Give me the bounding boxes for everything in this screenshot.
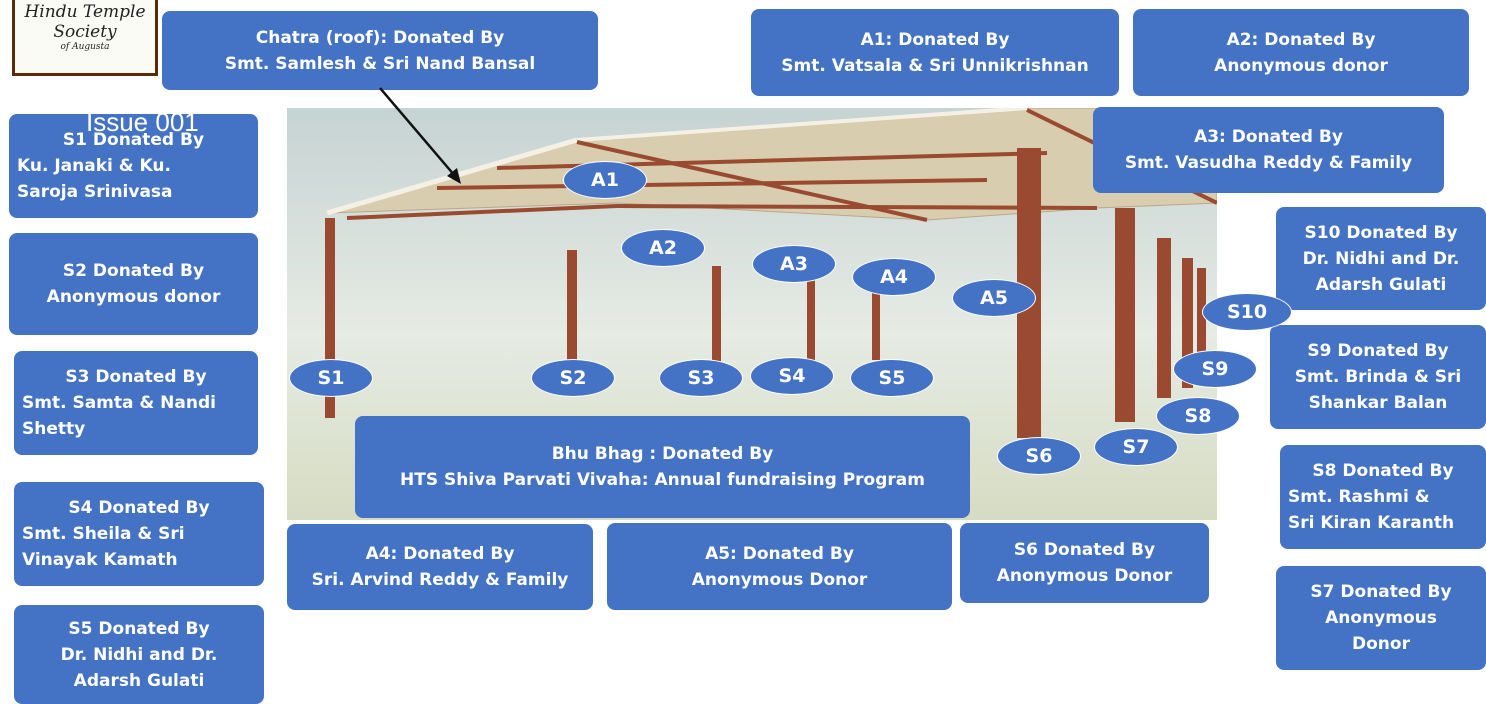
s10-donor-line-2: Adarsh Gulati: [1315, 274, 1447, 295]
label-s2: S2: [531, 359, 615, 397]
a3-donor-box: A3: Donated By Smt. Vasudha Reddy & Fami…: [1093, 107, 1444, 193]
s6-donor: Anonymous Donor: [996, 566, 1173, 586]
a2-donor-box: A2: Donated By Anonymous donor: [1133, 9, 1469, 96]
s10-title: S10 Donated By: [1304, 222, 1458, 243]
logo-line-2: Society: [53, 22, 117, 42]
label-a4: A4: [852, 258, 936, 296]
s7-donor-line-1: Anonymous: [1325, 608, 1437, 628]
s8-title: S8 Donated By: [1312, 461, 1454, 481]
a4-donor-box: A4: Donated By Sri. Arvind Reddy & Famil…: [287, 524, 593, 610]
a5-donor-box: A5: Donated By Anonymous Donor: [607, 523, 952, 610]
s9-title: S9 Donated By: [1307, 341, 1449, 361]
a1-donor: Smt. Vatsala & Sri Unnikrishnan: [781, 55, 1089, 76]
chatra-line-2: Smt. Samlesh & Sri Nand Bansal: [224, 53, 536, 74]
label-s3: S3: [659, 359, 743, 397]
logo-line-3: of Augusta: [60, 42, 110, 52]
s5-donor-line-2: Adarsh Gulati: [73, 670, 205, 691]
label-s4: S4: [750, 357, 834, 395]
a3-title: A3: Donated By: [1194, 127, 1343, 147]
a4-donor: Sri. Arvind Reddy & Family: [311, 570, 569, 590]
bhu-bhag-donor-box: Bhu Bhag : Donated By HTS Shiva Parvati …: [355, 416, 970, 518]
a3-donor: Smt. Vasudha Reddy & Family: [1124, 153, 1413, 173]
s6-donor-box: S6 Donated By Anonymous Donor: [960, 523, 1209, 603]
label-s8: S8: [1156, 397, 1240, 435]
s5-donor-box: S5 Donated By Dr. Nidhi and Dr. Adarsh G…: [14, 605, 264, 704]
chatra-donor-box: Chatra (roof): Donated By Smt. Samlesh &…: [162, 11, 598, 90]
roof-edge-top: [576, 108, 1028, 142]
s10-donor-line-1: Dr. Nidhi and Dr.: [1302, 248, 1460, 269]
label-s7: S7: [1094, 428, 1178, 466]
s2-donor: Anonymous donor: [46, 287, 221, 307]
s1-donor-line-2: Saroja Srinivasa: [17, 182, 173, 202]
label-s1: S1: [289, 359, 373, 397]
s5-donor-line-1: Dr. Nidhi and Dr.: [60, 644, 218, 665]
s4-donor-line-1: Smt. Sheila & Sri: [22, 524, 185, 544]
label-s6: S6: [997, 437, 1081, 475]
s1-donor-line-1: Ku. Janaki & Ku.: [17, 156, 171, 176]
s9-donor-line-2: Shankar Balan: [1308, 393, 1448, 413]
a1-donor-box: A1: Donated By Smt. Vatsala & Sri Unnikr…: [751, 9, 1119, 96]
s6-title: S6 Donated By: [1013, 540, 1156, 560]
label-s5: S5: [850, 359, 934, 397]
s1-title: S1 Donated By: [62, 130, 205, 150]
s3-donor-box: S3 Donated By Smt. Samta & Nandi Shetty: [14, 351, 258, 455]
s1-donor-box: S1 Donated By Ku. Janaki & Ku. Saroja Sr…: [9, 114, 258, 218]
s7-title: S7 Donated By: [1310, 582, 1452, 602]
s8-donor-box: S8 Donated By Smt. Rashmi & Sri Kiran Ka…: [1280, 445, 1486, 549]
issue-label: Issue 001: [86, 107, 199, 137]
s7-donor-line-2: Donor: [1352, 634, 1410, 654]
temple-society-logo: Hindu Temple Society of Augusta: [12, 0, 158, 76]
s2-donor-box: S2 Donated By Anonymous donor: [9, 233, 258, 335]
s7-donor-box: S7 Donated By Anonymous Donor: [1276, 566, 1486, 670]
a1-title: A1: Donated By: [860, 29, 1010, 50]
a4-title: A4: Donated By: [365, 544, 515, 564]
s10-donor-box: S10 Donated By Dr. Nidhi and Dr. Adarsh …: [1276, 207, 1486, 310]
label-s9: S9: [1173, 350, 1257, 388]
s8-donor-line-2: Sri Kiran Karanth: [1288, 513, 1455, 533]
s5-title: S5 Donated By: [68, 618, 210, 639]
bhu-title: Bhu Bhag : Donated By: [551, 444, 774, 464]
s3-donor-line-1: Smt. Samta & Nandi: [22, 393, 216, 413]
bhu-donor: HTS Shiva Parvati Vivaha: Annual fundrai…: [400, 470, 925, 490]
a5-title: A5: Donated By: [705, 543, 854, 564]
label-s10: S10: [1202, 293, 1292, 331]
label-a3: A3: [752, 245, 836, 283]
s9-donor-line-1: Smt. Brinda & Sri: [1294, 367, 1462, 387]
s8-donor-line-1: Smt. Rashmi &: [1288, 487, 1430, 507]
chatra-line-1: Chatra (roof): Donated By: [255, 27, 505, 48]
s3-donor-line-2: Shetty: [22, 419, 86, 439]
label-a1: A1: [563, 161, 647, 199]
s9-donor-box: S9 Donated By Smt. Brinda & Sri Shankar …: [1270, 325, 1486, 429]
logo-line-1: Hindu Temple: [24, 2, 146, 22]
a2-title: A2: Donated By: [1226, 29, 1376, 50]
s3-title: S3 Donated By: [65, 367, 207, 387]
s4-donor-line-2: Vinayak Kamath: [22, 550, 178, 570]
label-a2: A2: [621, 229, 705, 267]
label-a5: A5: [952, 279, 1036, 317]
s4-title: S4 Donated By: [68, 498, 210, 518]
s2-title: S2 Donated By: [62, 261, 205, 281]
s4-donor-box: S4 Donated By Smt. Sheila & Sri Vinayak …: [14, 482, 264, 586]
a5-donor: Anonymous Donor: [691, 569, 868, 590]
a2-donor: Anonymous donor: [1214, 55, 1388, 76]
